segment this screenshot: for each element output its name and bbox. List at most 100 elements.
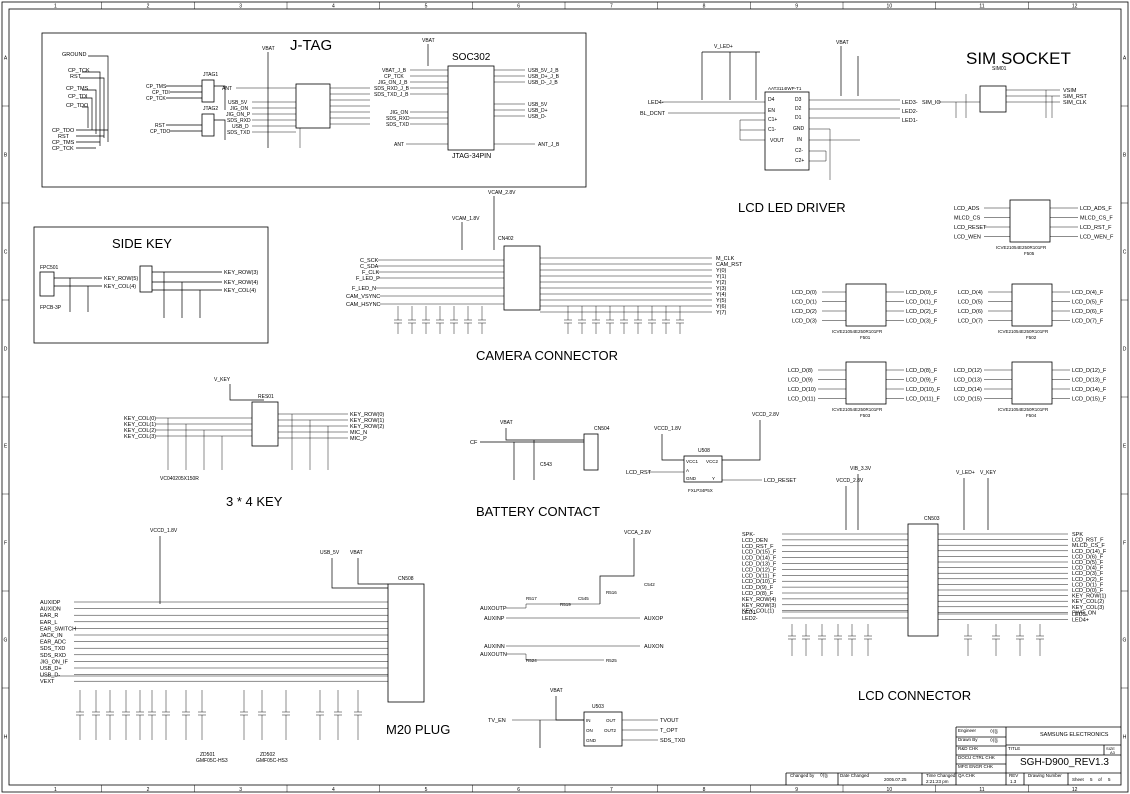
cam-right-y3: Y(3) — [716, 286, 727, 292]
soc-right-ant-j-b: ANT_J_B — [538, 142, 560, 148]
tv-pin-in: IN — [586, 718, 591, 723]
camera-decoupling-caps — [394, 306, 684, 334]
side-key-net-col4: KEY_COL(4) — [104, 284, 136, 290]
filter-capacitor — [182, 690, 190, 740]
jtag-frame — [41, 32, 587, 188]
lcdc-power-2v8: VCCD_2.8V — [836, 478, 864, 484]
lcdc-left-net: LED2- — [742, 616, 758, 622]
sim-net-clk: SIM_CLK — [1063, 100, 1087, 106]
key34-mic-p: MIC_P — [350, 436, 367, 442]
border-row-label: F — [4, 541, 7, 547]
filter-in-net: LCD_D(9) — [788, 378, 813, 384]
m20-left-net: EAR_R — [40, 613, 58, 619]
m20-power-vbat: VBAT — [350, 550, 363, 556]
sim-socket-connector — [979, 85, 1007, 113]
m20-filter-caps — [40, 675, 388, 740]
border-col-label: 2 — [147, 787, 150, 793]
tb-date: 2005.07.25 — [884, 777, 907, 782]
jtag-net-rst: RST — [70, 74, 82, 80]
lcdc-capacitor — [818, 624, 826, 656]
m20-left-net: EAR_SWITCH — [40, 626, 76, 632]
jtag1-header — [201, 79, 215, 103]
lcdc-power-vkey: V_KEY — [980, 470, 997, 476]
lcdc-power-vib: VIB_3.3V — [850, 466, 872, 472]
side-key-fpc501: FPC501 — [40, 265, 59, 271]
jtag-title: J-TAG — [290, 37, 332, 54]
filter-part: ICVE21054E250R101FR — [832, 407, 883, 412]
soc-left-sds-txd: SDS_TXD — [386, 122, 409, 128]
cam-left-fclk: F_CLK — [362, 270, 379, 276]
camera-title: CAMERA CONNECTOR — [476, 348, 618, 363]
border-row-label: H — [1123, 735, 1127, 741]
key34-col3: KEY_COL(3) — [124, 434, 156, 440]
filter-capacitor — [122, 690, 130, 740]
tb-size: A3 — [1110, 750, 1116, 755]
audio-r524: R524 — [526, 658, 537, 663]
lcdc-left-net: KEY_ROW(3) — [742, 603, 776, 609]
jtag-section: J-TAG GROUND CP_TCK RST CP_TMS CP_TDI CP… — [41, 32, 587, 188]
m20-zd502-part: GMF05C-HS3 — [256, 758, 288, 764]
m20-section: VCCD_1.8V USB_5V VBAT CN508 AUXIDPAUXIDN… — [40, 528, 450, 764]
key34-col0: KEY_COL(0) — [124, 416, 156, 422]
soc-left-sds-txd-j-b: SDS_TXD_J_B — [374, 92, 409, 98]
side-key-title: SIDE KEY — [112, 236, 172, 251]
jtag-net-cp-tck: CP_TCK — [68, 68, 90, 74]
reset-power-1v8: VCCD_1.8V — [654, 426, 682, 432]
side-key-fpc-connector-2 — [139, 265, 153, 293]
filter-in-net: LCD_D(15) — [954, 397, 982, 403]
decoupling-capacitor — [634, 306, 642, 334]
m20-ref: CN508 — [398, 576, 414, 582]
audio-auxoutp: AUXOUTP — [480, 606, 507, 612]
soc302-power-vbat: VBAT — [422, 38, 435, 44]
battery-connector — [583, 433, 599, 471]
jtag-power-vbat: VBAT — [262, 46, 275, 52]
jtag-net-cp-tck-2: CP_TCK — [52, 146, 74, 152]
battery-net-cf: CF — [470, 440, 478, 446]
decoupling-capacitor — [478, 306, 486, 334]
cam-right-y6: Y(6) — [716, 304, 727, 310]
tb-docu-label: DOCU CTRL CHK — [958, 755, 995, 760]
reset-pin-vcc1: VCC1 — [686, 459, 699, 464]
lcdc-capacitor — [864, 624, 872, 656]
cam-right-y2: Y(2) — [716, 280, 727, 286]
filter-out-net: LCD_D(5)_F — [1072, 300, 1104, 306]
m20-power-1v8: VCCD_1.8V — [150, 528, 178, 534]
jtag-net-cp-tms: CP_TMS — [66, 86, 89, 92]
tb-mfg-label: MFG ENGR CHK — [958, 764, 993, 769]
lcdc-ref: CN503 — [924, 516, 940, 522]
tv-left-en: TV_EN — [488, 718, 506, 724]
key34-ref: RES01 — [258, 394, 274, 400]
key34-part: VC040205X150R — [160, 476, 199, 482]
reset-pin-a: A — [686, 468, 689, 473]
soc-left-jig-on: JIG_ON — [390, 110, 408, 116]
filter-in-net: LCD_D(7) — [958, 319, 983, 325]
border-col-label: 9 — [795, 787, 798, 793]
cam-left-hsync: CAM_HSYNC — [346, 302, 381, 308]
battery-section: VBAT CF CN504 C543 BATTERY CONTACT — [470, 420, 610, 519]
key34-row1: KEY_ROW(1) — [350, 418, 384, 424]
filter-out-net: LCD_D(10)_F — [906, 387, 941, 393]
tv-power: VBAT — [550, 688, 563, 694]
filter-capacitor — [92, 690, 100, 740]
soc-right-usb-5v-j-b: USB_5V_J_B — [528, 68, 559, 74]
lcdc-right-net: LCD_D(0)_F — [1072, 588, 1104, 594]
filter-in-net: LCD_D(8) — [788, 368, 813, 374]
tb-date-label: Date Changed — [840, 773, 870, 778]
m20-left-net: VEXT — [40, 679, 55, 685]
filter-part: ICVE21054E250R101FR — [998, 407, 1049, 412]
border-col-label: 6 — [517, 787, 520, 793]
lcdc-left-net: KEY_COL(1) — [742, 609, 774, 615]
side-key-net-row3: KEY_ROW(3) — [224, 270, 258, 276]
tb-drawn-label: Drawn By — [958, 737, 978, 742]
m20-left-net: JIG_ON_IF — [40, 659, 68, 665]
m20-left-net: EAR_ADC — [40, 640, 66, 646]
decoupling-capacitor — [676, 306, 684, 334]
jtag-buffer-block — [295, 83, 331, 129]
reset-pin-y: Y — [712, 476, 715, 481]
filter-out-net: LCD_D(3)_F — [906, 319, 938, 325]
key34-section: V_KEY RES01 KEY_COL(0) KEY_COL(1) KEY_CO… — [124, 377, 384, 509]
filter-capacitor — [354, 690, 362, 740]
audio-auxop: AUXOP — [644, 616, 664, 622]
led-driver-ic — [764, 91, 810, 171]
